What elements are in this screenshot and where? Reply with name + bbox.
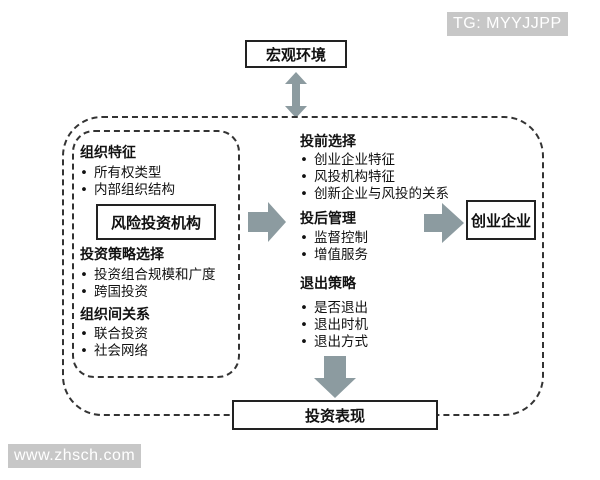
bullet: •	[300, 334, 308, 350]
list-item-label: 是否退出	[314, 300, 368, 316]
bullet: •	[300, 300, 308, 316]
bullet: •	[80, 343, 88, 359]
watermark-bottom: www.zhsch.com	[8, 444, 142, 468]
vc-institution-box: 风险投资机构	[96, 204, 216, 240]
bullet: •	[80, 284, 88, 300]
list-item-label: 创业企业特征	[314, 152, 395, 168]
list-item-label: 风投机构特征	[314, 169, 395, 185]
list-item: • 跨国投资	[80, 284, 216, 301]
list-item-label: 创新企业与风投的关系	[314, 186, 449, 202]
list-item: • 退出时机	[300, 317, 368, 334]
list-item-label: 联合投资	[94, 326, 148, 342]
startup-box: 创业企业	[466, 200, 536, 240]
list-item-label: 投资组合规模和广度	[94, 267, 216, 283]
bullet: •	[300, 169, 308, 185]
list-item: • 内部组织结构	[80, 182, 175, 199]
list-item: • 退出方式	[300, 334, 368, 351]
arrow-left-to-middle	[248, 202, 286, 242]
pre-selection-heading: 投前选择	[300, 134, 356, 150]
investment-performance-box: 投资表现	[232, 400, 438, 430]
inter-org-list: • 联合投资 • 社会网络	[80, 326, 148, 360]
inter-org-heading: 组织间关系	[80, 307, 150, 323]
list-item-label: 跨国投资	[94, 284, 148, 300]
inv-strategy-list: • 投资组合规模和广度 • 跨国投资	[80, 267, 216, 301]
macro-environment-box: 宏观环境	[245, 40, 347, 68]
list-item: • 投资组合规模和广度	[80, 267, 216, 284]
exit-strategy-list: • 是否退出 • 退出时机 • 退出方式	[300, 300, 368, 351]
list-item-label: 退出时机	[314, 317, 368, 333]
exit-strategy-heading: 退出策略	[300, 276, 356, 292]
org-features-list: • 所有权类型 • 内部组织结构	[80, 165, 175, 199]
bullet: •	[300, 152, 308, 168]
list-item: • 风投机构特征	[300, 169, 449, 186]
org-features-heading: 组织特征	[80, 145, 136, 161]
list-item: • 所有权类型	[80, 165, 175, 182]
list-item-label: 监督控制	[314, 230, 368, 246]
list-item: • 监督控制	[300, 230, 368, 247]
list-item: • 是否退出	[300, 300, 368, 317]
bullet: •	[80, 267, 88, 283]
bullet: •	[300, 186, 308, 202]
inv-strategy-heading: 投资策略选择	[80, 247, 164, 263]
list-item-label: 退出方式	[314, 334, 368, 350]
list-item: • 创新企业与风投的关系	[300, 186, 449, 203]
arrow-middle-to-startup	[424, 203, 464, 243]
list-item-label: 增值服务	[314, 247, 368, 263]
list-item-label: 内部组织结构	[94, 182, 175, 198]
double-arrow-vertical	[285, 72, 307, 118]
list-item: • 增值服务	[300, 247, 368, 264]
bullet: •	[80, 182, 88, 198]
list-item: • 社会网络	[80, 343, 148, 360]
bullet: •	[300, 230, 308, 246]
post-management-heading: 投后管理	[300, 211, 356, 227]
bullet: •	[80, 326, 88, 342]
list-item-label: 社会网络	[94, 343, 148, 359]
pre-selection-list: • 创业企业特征 • 风投机构特征 • 创新企业与风投的关系	[300, 152, 449, 203]
post-management-list: • 监督控制 • 增值服务	[300, 230, 368, 264]
bullet: •	[300, 247, 308, 263]
arrow-down-to-performance	[314, 356, 356, 398]
list-item: • 联合投资	[80, 326, 148, 343]
bullet: •	[80, 165, 88, 181]
left-dashed-group	[72, 130, 240, 378]
bullet: •	[300, 317, 308, 333]
watermark-top: TG: MYYJJPP	[447, 12, 568, 36]
list-item-label: 所有权类型	[94, 165, 162, 181]
list-item: • 创业企业特征	[300, 152, 449, 169]
